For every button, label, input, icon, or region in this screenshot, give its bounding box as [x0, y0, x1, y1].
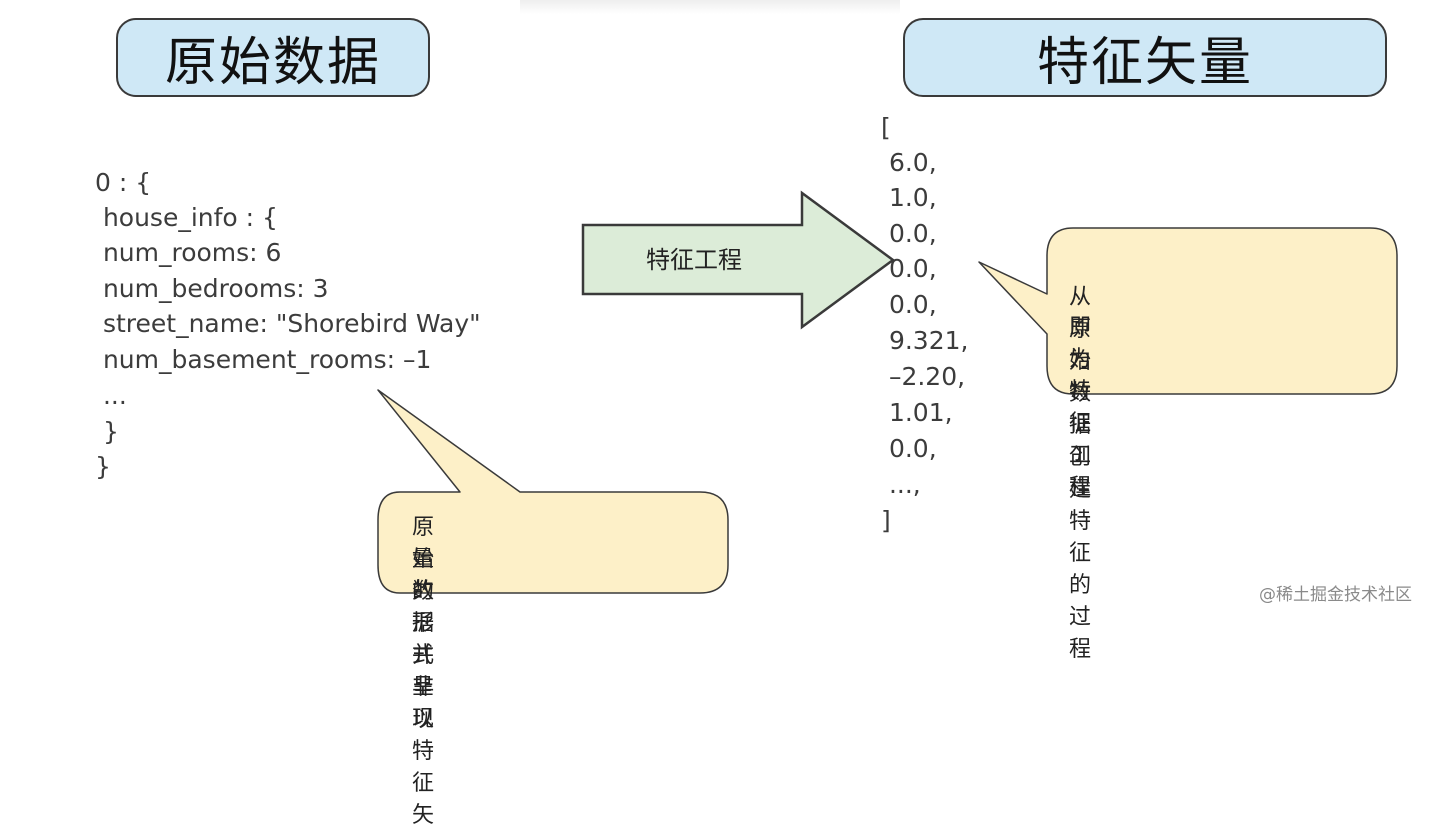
feature-vector-title: 特征矢量: [903, 18, 1387, 97]
raw-data-line: num_basement_rooms: –1: [95, 345, 432, 374]
feature-engineering-arrow: [581, 190, 896, 330]
raw-data-line: num_bedrooms: 3: [95, 274, 329, 303]
arrow-label: 特征工程: [646, 246, 742, 274]
feature-vector-line: 0.0,: [881, 290, 937, 319]
raw-data-line: street_name: "Shorebird Way": [95, 309, 481, 338]
raw-data-line: }: [95, 417, 119, 446]
callout-text-line: 量的形式呈现: [412, 547, 435, 732]
raw-data-title: 原始数据: [116, 18, 430, 97]
raw-data-line: 0 : {: [95, 168, 152, 197]
callout-text-line: 从原始数据创建特征的过程: [1069, 285, 1092, 662]
raw-data-line: ...: [95, 381, 127, 410]
feature-vector-line: 9.321,: [881, 326, 969, 355]
callout-bubble: [978, 227, 1398, 395]
raw-data-line: }: [95, 452, 111, 481]
top-shade: [520, 0, 900, 14]
feature-vector-line: [: [881, 113, 891, 142]
feature-vector-line: 6.0,: [881, 148, 937, 177]
watermark: @稀土掘金技术社区: [1259, 585, 1412, 605]
feature-vector-line: ...,: [881, 470, 921, 499]
feature-vector-line: 1.0,: [881, 183, 937, 212]
feature-vector-line: 0.0,: [881, 254, 937, 283]
raw-data-line: house_info : {: [95, 203, 278, 232]
feature-vector-line: –2.20,: [881, 362, 966, 391]
feature-vector-line: 0.0,: [881, 434, 937, 463]
callout-bubble: [377, 389, 729, 594]
feature-vector-line: ]: [881, 506, 891, 535]
feature-vector-line: 0.0,: [881, 219, 937, 248]
callout-text-line: 即为特征工程: [1069, 315, 1092, 500]
feature-vector-line: 1.01,: [881, 398, 953, 427]
raw-data-line: num_rooms: 6: [95, 238, 282, 267]
